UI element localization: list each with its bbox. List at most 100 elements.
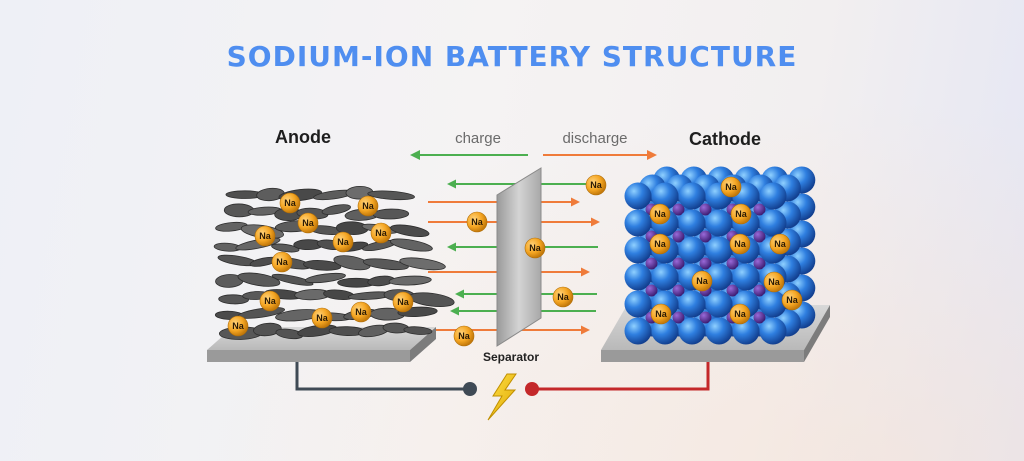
svg-text:Na: Na xyxy=(302,218,314,228)
svg-text:Na: Na xyxy=(768,277,780,287)
cathode-sphere xyxy=(651,263,679,291)
graphite-flake xyxy=(372,208,410,220)
positive-wire xyxy=(532,362,710,391)
graphite-flake xyxy=(399,257,446,271)
sodium-ion: Na xyxy=(763,271,785,293)
external-circuit xyxy=(295,362,710,396)
anode-graphite-layers xyxy=(213,186,455,340)
cathode-sphere xyxy=(651,182,679,210)
graphite-flake xyxy=(218,294,249,305)
cathode-sphere xyxy=(624,236,652,264)
cathode-small-sphere xyxy=(699,257,712,270)
cathode-sphere xyxy=(678,182,706,210)
graphite-flake xyxy=(403,326,433,335)
svg-text:Na: Na xyxy=(557,292,569,302)
sodium-ion: Na xyxy=(466,211,488,233)
sodium-ion: Na xyxy=(350,301,372,323)
cathode-small-sphere xyxy=(699,203,712,216)
sodium-ion: Na xyxy=(297,212,319,234)
graphite-flake xyxy=(390,238,433,252)
graphite-flake xyxy=(253,322,282,337)
graphite-flake xyxy=(271,243,300,253)
graphite-flake xyxy=(303,260,342,271)
cathode-sphere xyxy=(759,182,787,210)
lightning-bolt-icon xyxy=(487,373,517,421)
cathode-small-sphere xyxy=(672,203,685,216)
graphite-flake xyxy=(237,272,281,287)
cathode-small-sphere xyxy=(753,311,766,324)
graphite-flake xyxy=(390,224,430,237)
graphite-flake xyxy=(408,292,455,307)
svg-text:Na: Na xyxy=(471,217,483,227)
svg-text:Na: Na xyxy=(735,209,747,219)
graphite-flake xyxy=(367,190,416,201)
sodium-ion: Na xyxy=(649,233,671,255)
cathode-sphere xyxy=(624,317,652,345)
cathode-sphere xyxy=(678,317,706,345)
sodium-ion: Na xyxy=(730,203,752,225)
svg-text:Na: Na xyxy=(786,295,798,305)
cathode-small-sphere xyxy=(645,284,658,297)
sodium-ion: Na xyxy=(370,222,392,244)
page-title: SODIUM-ION BATTERY STRUCTURE xyxy=(226,40,798,73)
sodium-ion: Na xyxy=(729,303,751,325)
svg-text:Na: Na xyxy=(355,307,367,317)
sodium-ion: Na xyxy=(524,237,546,259)
svg-text:Na: Na xyxy=(458,331,470,341)
graphite-flake xyxy=(321,204,351,215)
cathode-small-sphere xyxy=(753,284,766,297)
cathode-sphere xyxy=(705,236,733,264)
cathode-small-sphere xyxy=(645,257,658,270)
graphite-flake xyxy=(271,273,314,286)
svg-text:Na: Na xyxy=(590,180,602,190)
charge-direction-arrow xyxy=(410,150,528,160)
discharge-direction-arrow xyxy=(543,150,657,160)
graphite-flake xyxy=(333,255,371,271)
cathode-small-sphere xyxy=(753,230,766,243)
svg-text:Na: Na xyxy=(654,239,666,249)
graphite-flake xyxy=(362,258,409,271)
sodium-ion: Na xyxy=(781,289,803,311)
cathode-sphere xyxy=(678,209,706,237)
sodium-ion: Na xyxy=(649,203,671,225)
sodium-ion: Na xyxy=(392,291,414,313)
svg-text:Na: Na xyxy=(696,276,708,286)
separator xyxy=(496,167,542,347)
cathode-sphere xyxy=(705,290,733,318)
positive-terminal xyxy=(525,382,539,396)
sodium-ion: Na xyxy=(691,270,713,292)
cathode-small-sphere xyxy=(672,257,685,270)
sodium-ion: Na xyxy=(453,325,475,347)
svg-text:Na: Na xyxy=(725,182,737,192)
sodium-ion: Na xyxy=(259,290,281,312)
svg-text:Na: Na xyxy=(529,243,541,253)
cathode-sphere xyxy=(678,290,706,318)
discharge-label: discharge xyxy=(562,130,627,147)
cathode-sphere xyxy=(759,317,787,345)
cathode-small-sphere xyxy=(672,230,685,243)
cathode-sphere xyxy=(759,290,787,318)
cathode-sphere xyxy=(651,317,679,345)
svg-text:Na: Na xyxy=(375,228,387,238)
graphite-flake xyxy=(323,289,355,301)
svg-text:Na: Na xyxy=(655,309,667,319)
cathode-small-sphere xyxy=(753,257,766,270)
svg-text:Na: Na xyxy=(264,296,276,306)
svg-text:Na: Na xyxy=(276,257,288,267)
sodium-ion: Na xyxy=(585,174,607,196)
sodium-ion: Na xyxy=(650,303,672,325)
svg-text:Na: Na xyxy=(337,237,349,247)
sodium-ion: Na xyxy=(311,307,333,329)
cathode-sphere xyxy=(624,182,652,210)
cathode-small-sphere xyxy=(699,311,712,324)
sodium-ion: Na xyxy=(552,286,574,308)
cathode-sphere xyxy=(624,263,652,291)
cathode-sphere xyxy=(732,263,760,291)
sodium-ion: Na xyxy=(271,251,293,273)
svg-text:Na: Na xyxy=(734,239,746,249)
sodium-ion: Na xyxy=(357,195,379,217)
cathode-sphere xyxy=(759,209,787,237)
charge-label: charge xyxy=(455,130,501,147)
cathode-sphere xyxy=(705,263,733,291)
